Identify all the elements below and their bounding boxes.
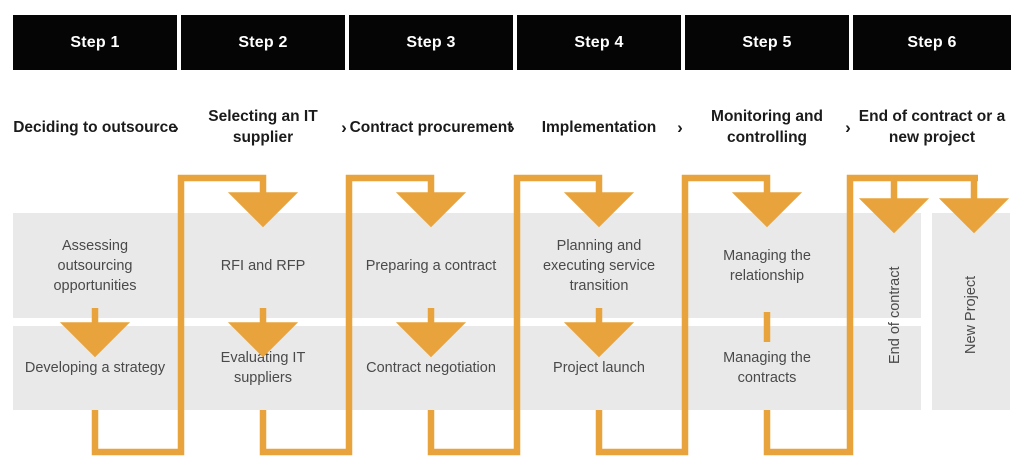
chevron-separator-5-icon: › (845, 117, 851, 137)
outcome-cell-end-of-contract[interactable]: End of contract (887, 266, 903, 364)
outcome-cell-new-project[interactable]: New Project (963, 275, 979, 355)
step-badge-1[interactable]: Step 1 (13, 15, 177, 70)
activity-cell-step5-bottom[interactable]: Managing the contracts (723, 350, 811, 386)
chevron-separator-1-icon: › (173, 117, 179, 137)
activity-cell-step4-top[interactable]: Planning and executing service transitio… (542, 237, 656, 294)
step-badge-label: Step 5 (742, 33, 792, 51)
chevron-separator-4-icon: › (677, 117, 683, 137)
step-badge-label: Step 6 (907, 33, 957, 51)
activity-cell-step2-top[interactable]: RFI and RFP (220, 257, 306, 274)
step-badge-5[interactable]: Step 5 (685, 15, 849, 70)
activity-cell-step2-bottom[interactable]: Evaluating IT suppliers (220, 350, 306, 386)
step-badge-2[interactable]: Step 2 (181, 15, 345, 70)
phase-label-6: End of contract or a new project (858, 108, 1006, 146)
step-badge-label: Step 3 (406, 33, 456, 51)
chevron-separator-2-icon: › (341, 117, 347, 137)
phase-label-2: Selecting an IT supplier (208, 108, 318, 146)
activity-cell-step4-bottom[interactable]: Project launch (553, 360, 645, 376)
phase-label-4: Implementation (541, 118, 657, 136)
phase-label-1: Deciding to outsource (13, 118, 177, 136)
activity-cell-step5-top[interactable]: Managing the relationship (723, 247, 811, 284)
activity-cell-step1-bottom[interactable]: Developing a strategy (24, 360, 166, 376)
step-badge-label: Step 1 (70, 33, 120, 51)
chevron-separator-3-icon: › (509, 117, 515, 137)
activity-cell-step1-top[interactable]: Assessing outsourcing opportunities (53, 237, 137, 294)
activity-cell-step3-top[interactable]: Preparing a contract (365, 257, 497, 274)
step-badge-label: Step 4 (574, 33, 624, 51)
phase-label-3: Contract procurement (349, 118, 513, 136)
phase-label-5: Monitoring and controlling (711, 108, 823, 146)
step-badge-6[interactable]: Step 6 (853, 15, 1011, 70)
step-badge-4[interactable]: Step 4 (517, 15, 681, 70)
step-badge-3[interactable]: Step 3 (349, 15, 513, 70)
activity-cell-step3-bottom[interactable]: Contract negotiation (366, 360, 496, 376)
step-badge-label: Step 2 (238, 33, 288, 51)
